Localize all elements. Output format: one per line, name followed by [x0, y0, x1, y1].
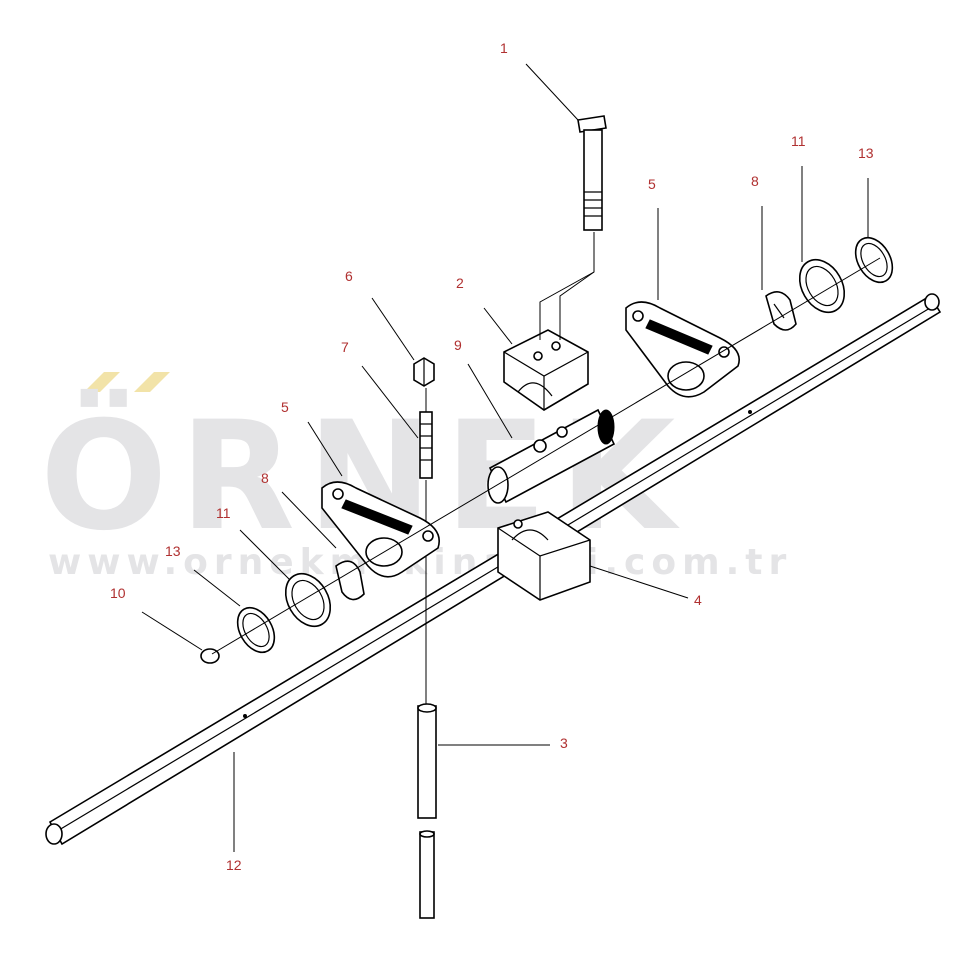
- callout-13-right: 13: [858, 145, 874, 161]
- callout-6: 6: [345, 268, 353, 284]
- rocker-arm-right: [625, 301, 740, 398]
- watermark-accent-mark: [134, 372, 170, 392]
- assembly-axis-line: [211, 257, 881, 655]
- circlip-left: [236, 606, 276, 654]
- callout-8-right: 8: [751, 173, 759, 189]
- adjusting-nut: [413, 357, 435, 387]
- callout-11-left: 11: [216, 505, 231, 521]
- callout-9: 9: [454, 337, 462, 353]
- bolt: [539, 115, 607, 340]
- callout-1: 1: [500, 40, 508, 56]
- callout-5-left: 5: [281, 399, 289, 415]
- callout-12: 12: [226, 857, 242, 873]
- spring-washer-left: [335, 560, 365, 601]
- spacer-tube: [487, 408, 616, 504]
- callout-labels: 1 2 3 4 5 5 6 7 8 8 9 10 11 11 12 13 13: [110, 40, 874, 873]
- callout-3: 3: [560, 735, 568, 751]
- callout-11-right: 11: [791, 133, 806, 149]
- callout-13-left: 13: [165, 543, 181, 559]
- push-rod: [417, 703, 437, 919]
- washer-ring-left: [284, 572, 332, 628]
- callout-4: 4: [694, 592, 702, 608]
- callout-5-right: 5: [648, 176, 656, 192]
- callout-10: 10: [110, 585, 126, 601]
- callout-8-left: 8: [261, 470, 269, 486]
- washer-ring-right: [798, 258, 846, 314]
- leader-lines: [141, 63, 869, 852]
- callout-2: 2: [456, 275, 464, 291]
- bracket-upper: [503, 329, 589, 411]
- rocker-shaft: [45, 293, 942, 846]
- spring-washer-right: [765, 291, 797, 331]
- watermark-accent-mark: [84, 372, 120, 392]
- bracket-lower: [497, 511, 591, 601]
- callout-7: 7: [341, 339, 349, 355]
- adjusting-screw: [419, 388, 433, 704]
- circlip-right: [854, 236, 894, 284]
